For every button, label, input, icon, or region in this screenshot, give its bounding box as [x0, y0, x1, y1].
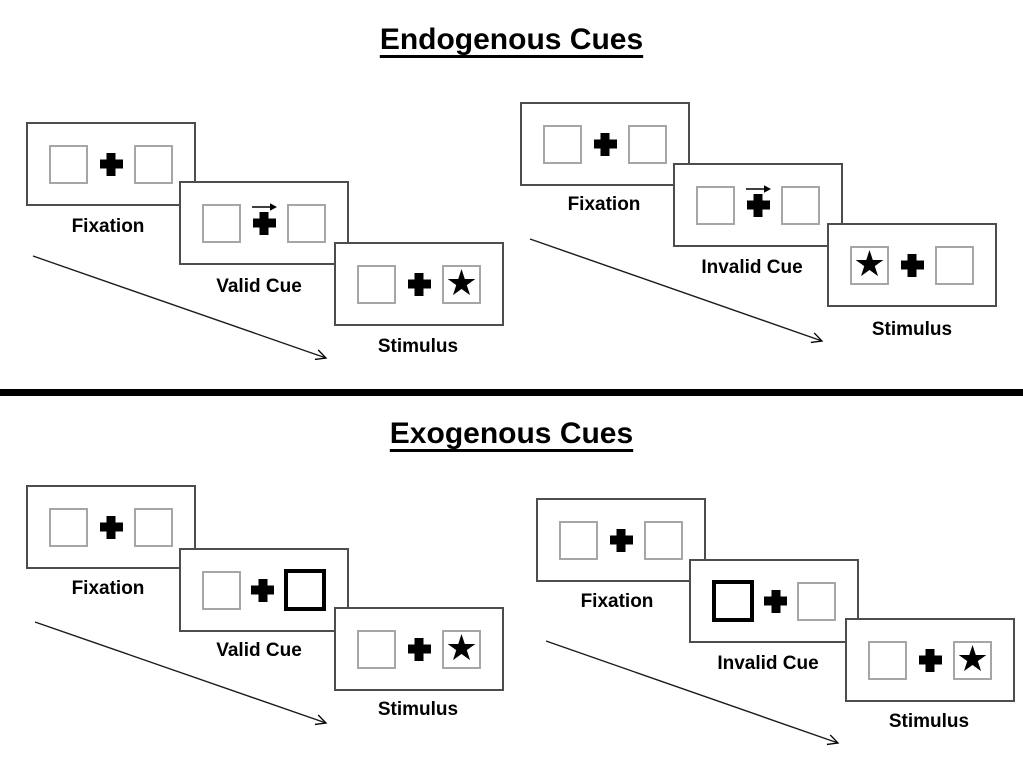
stimulus-panel: ★ — [827, 223, 997, 307]
stimulus-label: Stimulus — [377, 336, 459, 357]
fixation-cross-icon — [746, 184, 771, 217]
invalid-cue-label: Invalid Cue — [717, 653, 819, 674]
fixation-cross-icon — [901, 254, 924, 277]
fixation-cross-icon — [252, 202, 277, 235]
fixation-panel — [26, 485, 196, 569]
stimulus-panel: ★ — [334, 607, 504, 691]
valid-cue-label: Valid Cue — [216, 640, 302, 661]
fixation-cross-icon — [100, 153, 123, 176]
invalid-cue-panel — [673, 163, 843, 247]
right-placeholder-box — [935, 245, 974, 285]
left-placeholder-box — [49, 507, 88, 547]
left-placeholder-box — [202, 570, 241, 610]
stimulus-panel: ★ — [334, 242, 504, 326]
valid-cue-panel — [179, 181, 349, 265]
right-placeholder-box — [287, 203, 326, 243]
star-stimulus-box: ★ — [850, 245, 889, 285]
fixation-panel — [26, 122, 196, 206]
endogenous-section-title: Endogenous Cues — [379, 23, 644, 56]
section-divider — [0, 389, 1023, 396]
right-placeholder-box — [134, 507, 173, 547]
left-placeholder-box — [559, 520, 598, 560]
stimulus-label: Stimulus — [888, 711, 970, 732]
timeline-arrow — [529, 238, 824, 344]
fixation-label: Fixation — [580, 591, 654, 612]
stimulus-label: Stimulus — [871, 319, 953, 340]
right-placeholder-box — [781, 185, 820, 225]
invalid-cue-panel — [689, 559, 859, 643]
left-placeholder-box — [202, 203, 241, 243]
fixation-cross-icon — [251, 579, 274, 602]
fixation-label: Fixation — [71, 578, 145, 599]
left-placeholder-box — [357, 629, 396, 669]
right-arrow-cue-icon — [251, 199, 277, 211]
fixation-cross-icon — [408, 638, 431, 661]
right-arrow-cue-icon — [745, 181, 771, 193]
left-placeholder-box — [868, 640, 907, 680]
right-placeholder-box — [134, 144, 173, 184]
left-placeholder-box — [543, 124, 582, 164]
fixation-panel — [520, 102, 690, 186]
fixation-label: Fixation — [71, 216, 145, 237]
valid-cue-label: Valid Cue — [216, 276, 302, 297]
fixation-cross-icon — [610, 529, 633, 552]
timeline-arrow — [32, 255, 328, 361]
star-stimulus-box: ★ — [442, 264, 481, 304]
highlighted-cue-box — [284, 569, 326, 611]
exogenous-section-title: Exogenous Cues — [389, 417, 634, 450]
stimulus-label: Stimulus — [377, 699, 459, 720]
fixation-cross-icon — [919, 649, 942, 672]
star-stimulus-box: ★ — [442, 629, 481, 669]
left-placeholder-box — [49, 144, 88, 184]
fixation-label: Fixation — [567, 194, 641, 215]
left-placeholder-box — [357, 264, 396, 304]
fixation-cross-icon — [594, 133, 617, 156]
stimulus-panel: ★ — [845, 618, 1015, 702]
fixation-cross-icon — [100, 516, 123, 539]
left-placeholder-box — [696, 185, 735, 225]
fixation-panel — [536, 498, 706, 582]
fixation-cross-icon — [408, 273, 431, 296]
valid-cue-panel — [179, 548, 349, 632]
highlighted-cue-box — [712, 580, 754, 622]
fixation-cross-icon — [764, 590, 787, 613]
timeline-arrow — [34, 621, 328, 726]
invalid-cue-label: Invalid Cue — [701, 257, 803, 278]
star-stimulus-box: ★ — [953, 640, 992, 680]
right-placeholder-box — [628, 124, 667, 164]
right-placeholder-box — [644, 520, 683, 560]
right-placeholder-box — [797, 581, 836, 621]
